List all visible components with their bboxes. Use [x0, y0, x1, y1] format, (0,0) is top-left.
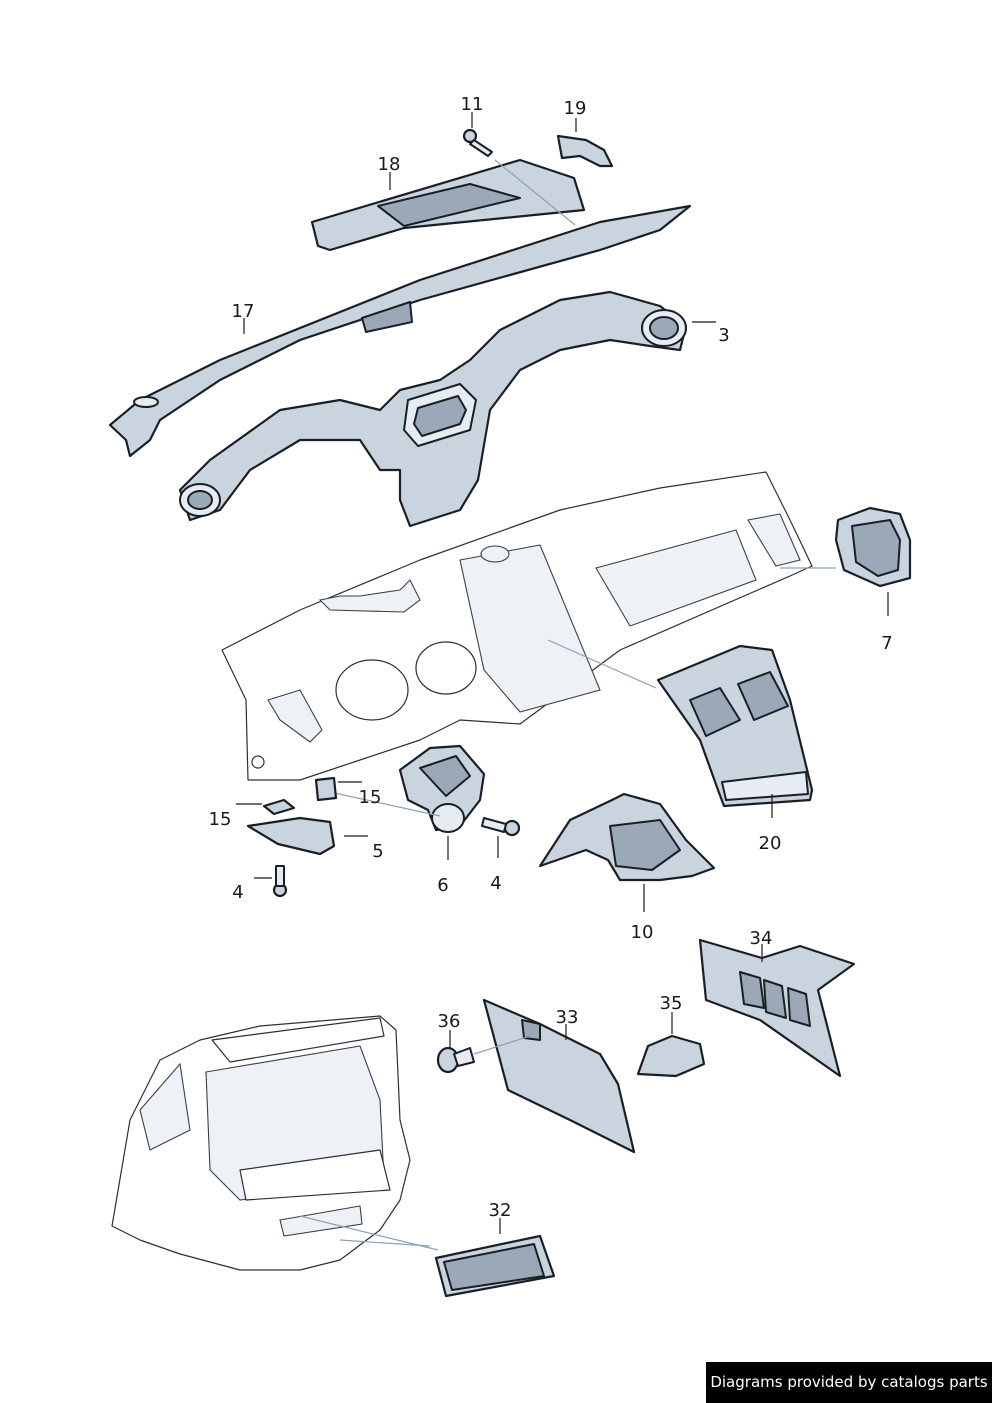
callout-4-right: 4 [490, 873, 501, 894]
part-11-screw [462, 128, 493, 157]
callout-15-lower: 15 [209, 809, 232, 830]
part-7-side-vent [834, 506, 912, 588]
part-19-bracket [556, 134, 614, 168]
part-4-screw-left [272, 865, 288, 898]
callout-35: 35 [660, 993, 683, 1014]
part-6-round-vent [398, 744, 486, 833]
dash-15 [329, 791, 441, 817]
callout-11: 11 [461, 94, 484, 115]
callout-33: 33 [556, 1007, 579, 1028]
callout-7: 7 [881, 633, 892, 654]
callout-18: 18 [378, 154, 401, 175]
part-34-side-panel [698, 938, 856, 1078]
dash-32b [339, 1239, 431, 1247]
callout-3: 3 [718, 325, 729, 346]
callout-6: 6 [437, 875, 448, 896]
callout-17: 17 [232, 301, 255, 322]
part-5-cover-trim [246, 816, 336, 856]
callout-10: 10 [631, 922, 654, 943]
part-18-duct-cover [310, 158, 586, 252]
dash-20 [547, 639, 657, 689]
part-10-lower-panel [538, 792, 716, 882]
part-35-cap [636, 1034, 706, 1078]
part-33-glovebox-lid [482, 998, 636, 1154]
callout-20: 20 [759, 833, 782, 854]
part-4-screw-right [481, 817, 521, 837]
dash-36 [473, 1035, 531, 1055]
part-17-cross-member [108, 204, 692, 458]
dash-11 [494, 159, 576, 226]
part-3-air-duct [178, 290, 688, 528]
callout-19: 19 [564, 98, 587, 119]
part-15-clip-upper [314, 776, 338, 802]
dashboard-panel [221, 471, 813, 781]
part-36-plug [436, 1046, 475, 1074]
part-15-clip-lower [262, 798, 296, 816]
part-32-storage-tray [434, 1234, 556, 1298]
callout-15-upper: 15 [359, 787, 382, 808]
callout-36: 36 [438, 1011, 461, 1032]
part-20-console-trim [656, 644, 814, 808]
vehicle-rear-outline [111, 1015, 411, 1271]
callout-5: 5 [372, 841, 383, 862]
callout-32: 32 [489, 1200, 512, 1221]
callout-4-left: 4 [232, 882, 243, 903]
credit-banner: Diagrams provided by catalogs parts [706, 1362, 992, 1403]
callout-34: 34 [750, 928, 773, 949]
dash-32a [299, 1215, 439, 1251]
